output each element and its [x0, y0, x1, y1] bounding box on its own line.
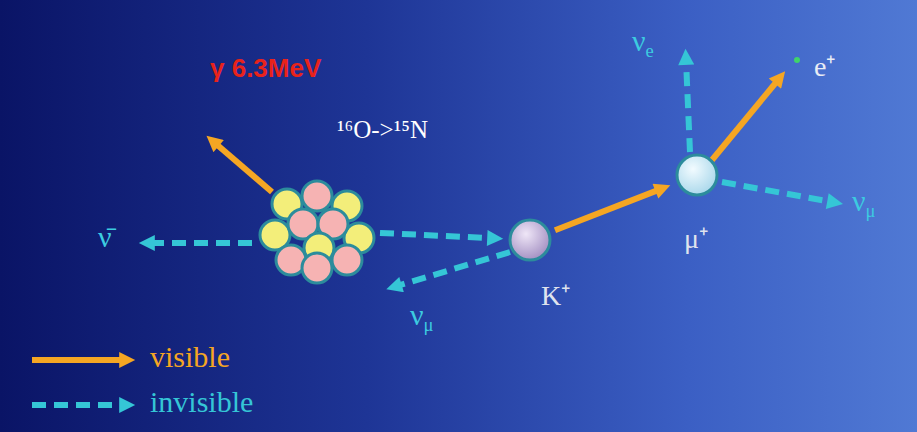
nucleus-symbol [255, 180, 380, 280]
nucleon [302, 181, 332, 211]
particle-label: K⁺ [541, 281, 570, 312]
muon-particle: μ⁺ [672, 150, 722, 200]
particle-symbol [672, 150, 722, 200]
antineutrino-arrow [150, 240, 252, 246]
particle-ball [677, 155, 717, 195]
legend-sample [32, 357, 124, 363]
particle-label: ¹⁶O->¹⁵N [337, 116, 428, 144]
particle-label: νe [632, 24, 654, 61]
particle-label: ν̄ [98, 220, 112, 253]
kaon-particle: K⁺ [505, 215, 555, 265]
particle-label: e⁺ [814, 52, 835, 83]
legend-text: visible [150, 340, 230, 373]
particle-ball [510, 220, 550, 260]
neutrino-arrow [686, 60, 690, 152]
neutrino-arrow [397, 252, 510, 286]
legend-text: invisible [150, 385, 253, 418]
positron-arrow [712, 80, 778, 160]
particle-label: νμ [410, 298, 434, 335]
nucleon [332, 245, 362, 275]
particle-label: μ⁺ [684, 224, 708, 255]
positron-dot [794, 57, 800, 63]
gamma-arrow [215, 143, 272, 192]
neutrino-arrow [722, 182, 832, 202]
nucleus: ¹⁶O->¹⁵N [255, 180, 380, 280]
visible-arrow [555, 189, 660, 230]
particle-symbol [505, 215, 555, 265]
invisible-arrow [380, 233, 492, 238]
energy-label: γ 6.3MeV [210, 54, 321, 83]
legend-sample [32, 402, 124, 408]
particle-label: νμ [852, 184, 876, 221]
nucleon [302, 253, 332, 283]
